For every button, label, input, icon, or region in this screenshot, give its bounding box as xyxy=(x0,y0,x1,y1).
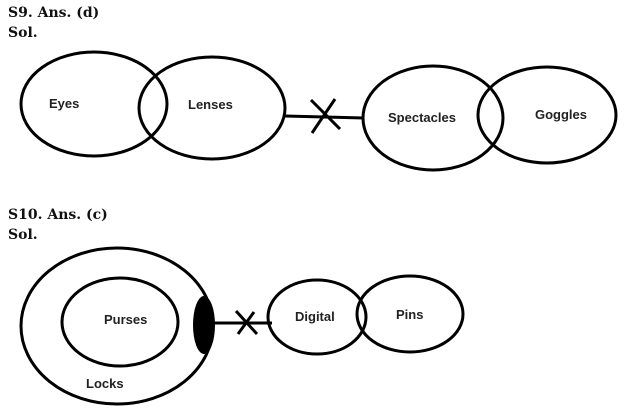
s10-cross-mark-2 xyxy=(236,311,256,335)
s9-cross-mark-2 xyxy=(310,98,337,134)
s10-sol-label: Sol. xyxy=(8,227,38,243)
eyes-label: Eyes xyxy=(49,96,79,111)
s9-sol-label: Sol. xyxy=(8,25,38,41)
pins-label: Pins xyxy=(396,307,423,322)
eyes-circle xyxy=(19,50,169,158)
s10-answer-heading: S10. Ans. (c) xyxy=(8,207,108,223)
purses-circle xyxy=(60,276,180,368)
spectacles-circle xyxy=(361,64,505,172)
s9-diagram: Eyes Lenses Spectacles Goggles xyxy=(19,50,618,172)
purses-label: Purses xyxy=(104,312,147,327)
goggles-circle xyxy=(476,65,618,165)
digital-label: Digital xyxy=(295,309,335,324)
lenses-circle xyxy=(137,55,287,161)
spectacles-label: Spectacles xyxy=(388,110,456,125)
locks-digital-overlap-mark xyxy=(193,296,215,354)
lenses-label: Lenses xyxy=(188,97,233,112)
s10-diagram: Purses Locks Digital Pins xyxy=(19,246,465,406)
digital-circle xyxy=(266,278,368,356)
pins-circle xyxy=(355,274,465,354)
s9-answer-heading: S9. Ans. (d) xyxy=(8,5,100,21)
locks-label: Locks xyxy=(86,376,124,391)
goggles-label: Goggles xyxy=(535,107,587,122)
